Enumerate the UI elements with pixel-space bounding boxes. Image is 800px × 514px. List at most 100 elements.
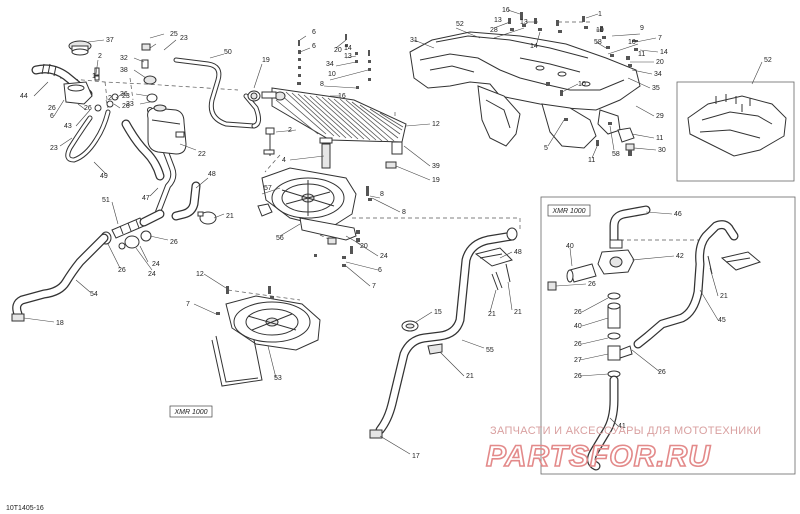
callout-24b: 24	[148, 271, 156, 278]
coolant-hose-48-left	[171, 181, 201, 221]
callout-44: 44	[20, 93, 28, 100]
filler-neck-housing	[63, 81, 114, 112]
fan-shroud-57	[257, 167, 357, 229]
callout-19b: 19	[432, 177, 440, 184]
callout-7a: 7	[372, 283, 376, 290]
xmr-pipe-40-left	[566, 263, 597, 283]
callout-21b: 21	[488, 311, 496, 318]
radiator-fitting-19	[247, 90, 261, 102]
fan-53-screws	[216, 286, 274, 315]
callout-10d: 10	[578, 81, 586, 88]
callout-21a: 21	[226, 213, 234, 220]
callout-2b: 2	[108, 95, 112, 102]
callout-17: 17	[412, 453, 420, 460]
callout-2: 2	[98, 53, 102, 60]
callout-numbers: 37 2 1 44 26 6 43 26 2 23 26 23 49 25 23…	[20, 7, 772, 460]
callout-6c: 6	[312, 43, 316, 50]
callout-36: 36	[120, 91, 128, 98]
coolant-hose-47	[121, 107, 177, 215]
callout-48a: 48	[208, 171, 216, 178]
hose-clamp-21-left	[197, 211, 217, 225]
coolant-pipe-51	[100, 209, 165, 250]
xmr-hose-48	[720, 251, 762, 271]
xmr-clamp-left	[547, 281, 557, 291]
callout-33: 33	[126, 101, 134, 108]
variant-label-box-right: XMR 1000	[547, 204, 591, 217]
callout-6a: 6	[50, 113, 54, 120]
callout-30: 30	[658, 147, 666, 154]
callout-49: 49	[100, 173, 108, 180]
callout-58b: 58	[612, 151, 620, 158]
xmr-coupler-stack	[607, 292, 633, 378]
callout-52b: 52	[764, 57, 772, 64]
callout-46: 46	[674, 211, 682, 218]
callout-15: 15	[434, 309, 442, 316]
callout-10a: 10	[328, 71, 336, 78]
callout-21c: 21	[514, 309, 522, 316]
callout-45: 45	[718, 317, 726, 324]
callout-39: 39	[432, 163, 440, 170]
inset-body-panel	[687, 94, 787, 157]
callout-26g: 26	[574, 309, 582, 316]
callout-54: 54	[90, 291, 98, 298]
callout-26f: 26	[588, 281, 596, 288]
xmr-hose-45	[633, 220, 739, 349]
callout-25: 25	[170, 31, 178, 38]
callout-48b: 48	[514, 249, 522, 256]
radiator-mount-screws-right	[345, 34, 371, 89]
callout-22: 22	[198, 151, 206, 158]
callout-24c: 24	[380, 253, 388, 260]
callout-11b: 11	[656, 135, 663, 142]
callout-23b: 23	[50, 145, 58, 152]
callout-2c: 2	[288, 127, 292, 134]
callout-26b: 26	[84, 105, 92, 112]
callout-4: 4	[282, 157, 286, 164]
watermark-brand: PARTSFOR.RU	[486, 440, 711, 473]
callout-35: 35	[652, 85, 660, 92]
callout-32: 32	[120, 55, 128, 62]
detail-inset-frame	[676, 81, 795, 182]
callout-14a: 14	[344, 45, 352, 52]
coolant-hose-54	[11, 233, 109, 322]
callout-41: 41	[618, 423, 626, 430]
callout-21d: 21	[466, 373, 474, 380]
xmr-clamp-21	[707, 255, 713, 275]
variant-label-right: XMR 1000	[551, 208, 585, 215]
callout-14b: 14	[530, 43, 538, 50]
callout-55: 55	[486, 347, 494, 354]
callout-34a: 34	[326, 61, 334, 68]
filler-cap	[68, 40, 92, 56]
figure-code: 10T1405-16	[6, 505, 44, 512]
callout-42: 42	[676, 253, 684, 260]
temperature-sensor	[617, 127, 635, 156]
callout-26e: 26	[118, 267, 126, 274]
callout-1: 1	[92, 73, 96, 80]
hose-clamps-21-center	[427, 263, 511, 355]
callout-34b: 34	[654, 71, 662, 78]
callout-11a: 11	[638, 51, 645, 58]
callout-11c: 11	[588, 157, 595, 164]
body-panel-fasteners	[508, 12, 638, 146]
callout-12a: 12	[432, 121, 440, 128]
coolant-hose-48-center	[474, 247, 513, 267]
callout-57: 57	[264, 185, 272, 192]
xmr-hose-46	[609, 205, 651, 245]
callout-31: 31	[410, 37, 418, 44]
callout-29: 29	[656, 113, 664, 120]
callout-16b: 16	[502, 7, 510, 14]
filler-neck-hose	[31, 63, 93, 99]
fan-bracket-56	[299, 217, 357, 245]
callout-52a: 52	[456, 21, 464, 28]
callout-7c: 7	[658, 35, 662, 42]
fan-fasteners	[314, 186, 372, 267]
xmr-thermostat-housing	[597, 239, 635, 275]
callout-38: 38	[120, 67, 128, 74]
callout-23c: 23	[180, 35, 188, 42]
callout-28: 28	[490, 27, 498, 34]
radiator-mount-screws-left	[297, 40, 301, 85]
callout-10b: 10	[596, 27, 604, 34]
reservoir-mount-parts	[141, 43, 158, 103]
callout-13a: 13	[344, 53, 352, 60]
radiator	[261, 87, 407, 169]
